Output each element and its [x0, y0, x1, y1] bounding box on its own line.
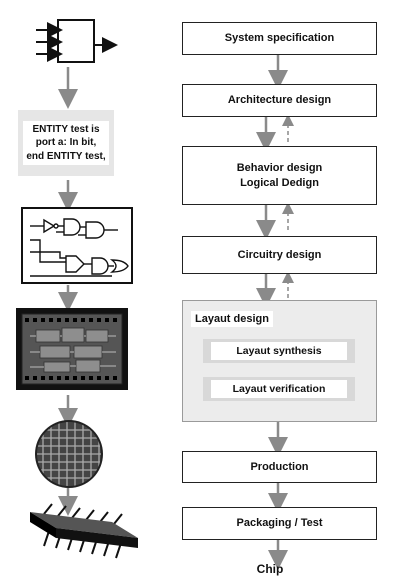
code-line-1: ENTITY test is — [32, 123, 100, 135]
production-box: Production — [182, 451, 377, 483]
layout-verification-box: Layaut verification — [203, 377, 355, 401]
packaged-chip-icon — [30, 503, 138, 559]
layout-synthesis-box: Layaut synthesis — [203, 339, 355, 363]
code-line-3: end ENTITY test, — [26, 150, 106, 162]
wafer-icon — [35, 420, 103, 488]
architecture-design-box: Architecture design — [182, 84, 377, 117]
system-specification-box: System specification — [182, 22, 377, 55]
system-specification-label: System specification — [224, 32, 335, 45]
entity-block-icon — [36, 19, 118, 63]
vhdl-code-text: ENTITY test is port a: In bit, end ENTIT… — [23, 120, 109, 166]
packaging-test-box: Packaging / Test — [182, 507, 377, 540]
production-label: Production — [250, 460, 309, 473]
chip-label: Chip — [256, 562, 284, 576]
code-line-2: port a: In bit, — [35, 137, 97, 149]
layout-synthesis-label: Layaut synthesis — [211, 342, 347, 360]
layout-die-icon — [16, 308, 128, 390]
behavior-logical-design-box: Behavior design Logical Dedign — [182, 146, 377, 205]
logic-circuit-icon — [21, 207, 133, 284]
logical-design-label: Logical Dedign — [240, 176, 319, 189]
layout-design-group: Layaut design Layaut synthesis Layaut ve… — [182, 300, 377, 422]
layout-verification-label: Layaut verification — [211, 380, 347, 398]
architecture-design-label: Architecture design — [227, 94, 332, 107]
layout-design-label: Layaut design — [191, 311, 273, 327]
behavior-design-label: Behavior design — [236, 161, 323, 174]
packaging-test-label: Packaging / Test — [236, 517, 323, 530]
circuitry-design-label: Circuitry design — [237, 248, 322, 261]
vhdl-code-box: ENTITY test is port a: In bit, end ENTIT… — [18, 110, 114, 176]
circuitry-design-box: Circuitry design — [182, 236, 377, 274]
flow-arrows — [256, 55, 288, 570]
